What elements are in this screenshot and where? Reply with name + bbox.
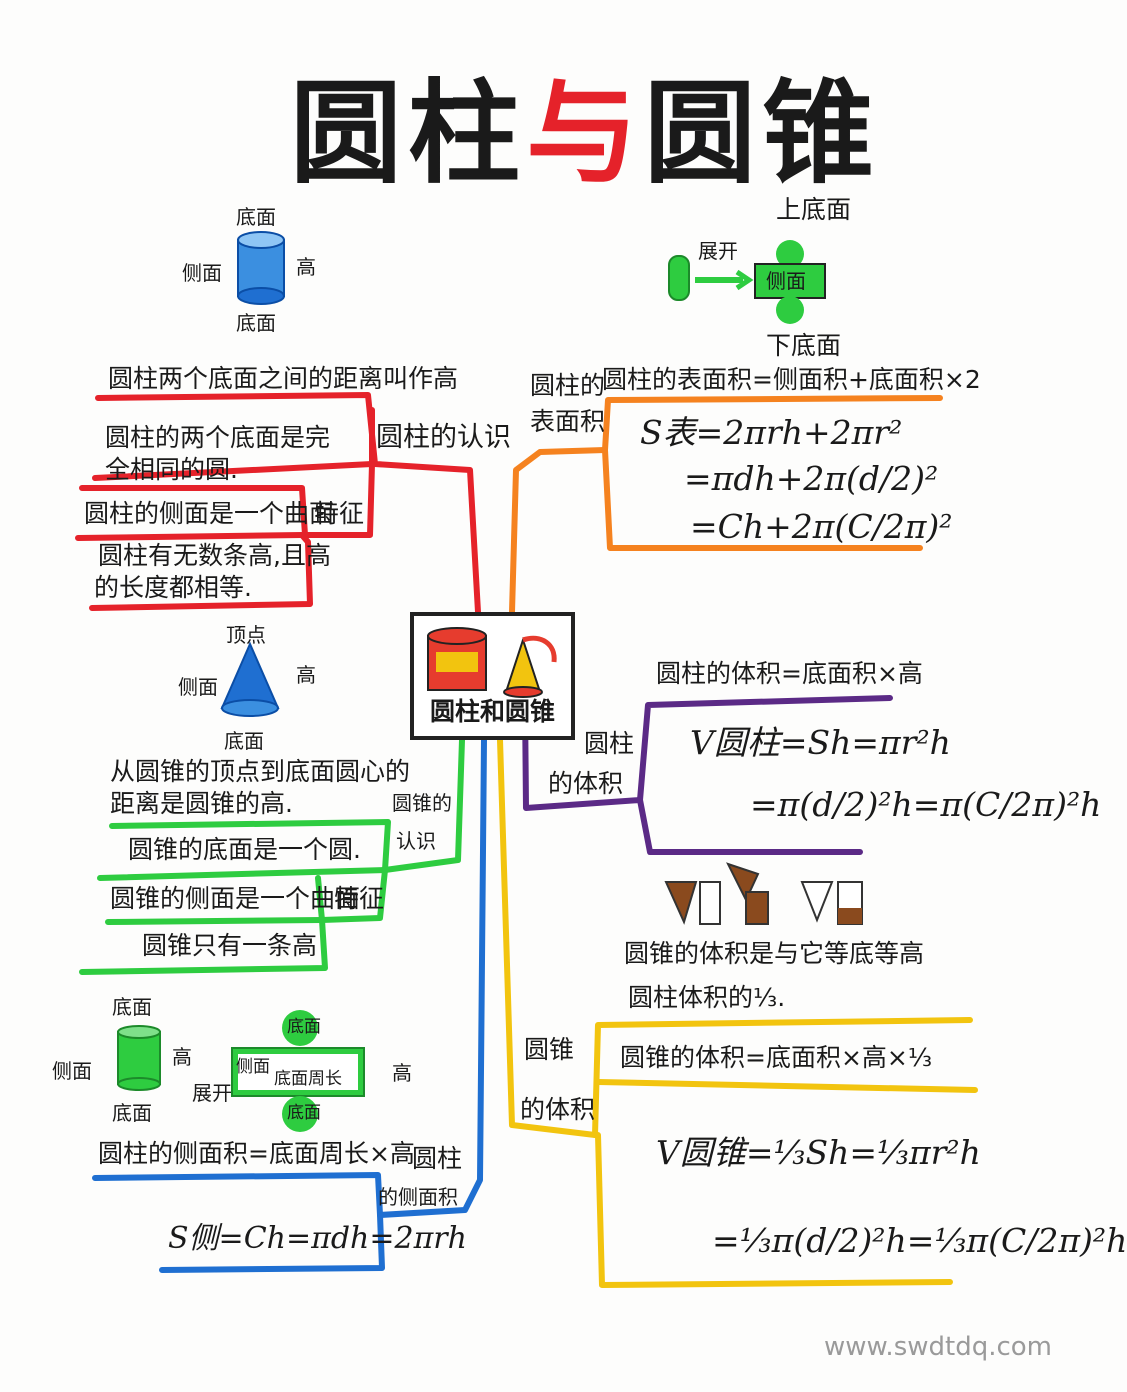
lateral-formula: S侧=Ch=πdh=2πrh [168, 1221, 467, 1256]
cyl-feature-3b: 的长度都相等. [94, 573, 252, 602]
cyl-volume-definition: 圆柱的体积=底面积×高 [656, 659, 923, 688]
cyl-bottom-label: 底面 [236, 311, 276, 335]
cyl-feature-1a: 圆柱的两个底面是完 [105, 423, 331, 452]
cone-feature-3: 圆锥只有一条高 [142, 931, 318, 960]
cone-vertex-label: 顶点 [226, 623, 266, 647]
cone-height-definition-a: 从圆锥的顶点到底面圆心的 [110, 757, 411, 786]
branch-yellow [497, 737, 978, 1288]
cyl-feature-3a: 圆柱有无数条高,且高 [98, 541, 331, 570]
surface-branch-a: 圆柱的 [530, 371, 606, 400]
lateral-branch-a: 圆柱 [412, 1144, 463, 1173]
surface-definition: 圆柱的表面积=侧面积+底面积×2 [602, 365, 981, 394]
lateral-net-height-label: 高 [392, 1061, 412, 1085]
volume-pour-diagram [664, 862, 863, 925]
cyl-feature-2: 圆柱的侧面是一个曲面 [84, 499, 335, 528]
branch-green [79, 737, 465, 975]
lateral-net-side-label: 侧面 [236, 1057, 270, 1077]
cylinder-diagram [237, 231, 285, 305]
lateral-net-top-label: 底面 [287, 1017, 321, 1037]
surface-unfold-label: 展开 [698, 239, 738, 263]
cone-bottom-label: 底面 [224, 729, 264, 753]
surface-side-label: 侧面 [766, 269, 806, 293]
cone-volume-relation-a: 圆锥的体积是与它等底等高 [624, 939, 925, 968]
cone-volume-formula-2: =⅓π(d/2)²h=⅓π(C/2π)²h [712, 1221, 1127, 1260]
watermark: www.swdtdq.com [824, 1332, 1052, 1362]
cyl-height-label: 高 [296, 255, 316, 279]
cyl-volume-formula-1: V圆柱=Sh=πr²h [690, 723, 951, 762]
cylinder-cone-icon [427, 627, 557, 698]
center-node: 圆柱和圆锥 [410, 612, 575, 740]
cone-recognition-branch-a: 圆锥的 [392, 791, 452, 815]
branch-lines [75, 392, 978, 1288]
cone-volume-relation-b: 圆柱体积的⅓. [628, 983, 786, 1012]
surface-formula-2: =πdh+2π(d/2)² [684, 459, 939, 498]
lateral-cyl-side-label: 侧面 [52, 1059, 92, 1083]
cyl-volume-branch-a: 圆柱 [584, 729, 635, 758]
branch-red [75, 392, 481, 615]
cone-volume-definition: 圆锥的体积=底面积×高×⅓ [620, 1043, 933, 1072]
cyl-feature-label: 特征 [314, 499, 365, 528]
lateral-net-diagram [231, 1010, 365, 1132]
cyl-height-definition: 圆柱两个底面之间的距离叫作高 [108, 364, 459, 393]
cone-height-label: 高 [296, 663, 316, 687]
lateral-cylinder-diagram [117, 1025, 161, 1091]
surface-net-diagram [668, 240, 826, 324]
branch-orange [509, 395, 943, 615]
cyl-volume-formula-2: =π(d/2)²h=π(C/2π)²h [750, 785, 1102, 824]
lateral-unfold-label: 展开 [192, 1081, 232, 1105]
title-word-and: 与 [526, 69, 644, 199]
lateral-cyl-height-label: 高 [172, 1045, 192, 1069]
cone-volume-branch-b: 的体积 [520, 1095, 596, 1124]
cone-feature-label: 特征 [334, 884, 385, 913]
lateral-net-perimeter-label: 底面周长 [274, 1069, 342, 1089]
cyl-feature-1b: 全相同的圆. [105, 455, 238, 484]
cyl-top-label: 底面 [236, 205, 276, 229]
cone-feature-1: 圆锥的底面是一个圆. [128, 835, 361, 864]
title-word-cylinder: 圆柱 [290, 69, 526, 199]
surface-formula-3: =Ch+2π(C/2π)² [690, 507, 953, 546]
cone-volume-branch-a: 圆锥 [524, 1035, 575, 1064]
cone-volume-formula-1: V圆锥=⅓Sh=⅓πr²h [656, 1133, 981, 1172]
page-title: 圆柱与圆锥 [290, 78, 880, 190]
cone-recognition-branch-b: 认识 [396, 829, 436, 853]
lateral-cyl-top-label: 底面 [112, 995, 152, 1019]
cone-feature-2: 圆锥的侧面是一个曲面 [110, 884, 361, 913]
surface-formula-1: S表=2πrh+2πr² [640, 413, 903, 452]
cyl-recognition-branch: 圆柱的认识 [376, 422, 511, 453]
surface-bottom-label: 下底面 [766, 331, 842, 360]
lateral-net-bottom-label: 底面 [287, 1103, 321, 1123]
center-label: 圆柱和圆锥 [430, 697, 556, 726]
cone-diagram [220, 641, 280, 717]
title-word-cone: 圆锥 [644, 69, 880, 199]
lateral-cyl-bottom-label: 底面 [112, 1101, 152, 1125]
surface-top-label: 上底面 [776, 195, 852, 224]
cone-height-definition-b: 距离是圆锥的高. [110, 789, 293, 818]
lateral-definition: 圆柱的侧面积=底面周长×高 [98, 1139, 415, 1168]
lateral-branch-b: 的侧面积 [378, 1185, 458, 1209]
cone-side-label: 侧面 [178, 675, 218, 699]
surface-branch-b: 表面积 [530, 407, 606, 436]
branch-blue [92, 737, 487, 1273]
cyl-side-label: 侧面 [182, 261, 222, 285]
cyl-volume-branch-b: 的体积 [548, 769, 624, 798]
